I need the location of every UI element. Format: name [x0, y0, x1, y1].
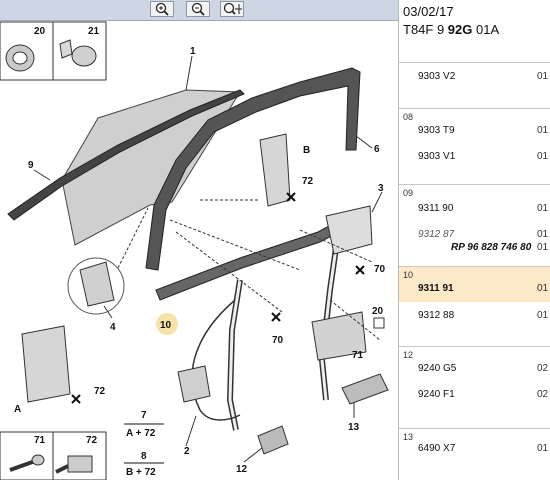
replacement-reference[interactable]: RP 96 828 746 80 [451, 242, 532, 253]
label-72-left[interactable]: 72 [94, 386, 106, 397]
part-qty: 01 [537, 203, 549, 214]
label-71[interactable]: 71 [352, 350, 364, 361]
part-code[interactable]: 9303 T9 [418, 125, 455, 136]
part-code[interactable]: 9240 G5 [418, 363, 457, 374]
bolt-part[interactable] [55, 455, 93, 474]
front-window-regulator[interactable] [177, 279, 243, 431]
part-qty: 02 [537, 389, 549, 400]
group-number: 09 [403, 188, 414, 198]
part-qty: 01 [537, 310, 549, 321]
zoom-out-icon [191, 2, 205, 16]
label-20[interactable]: 20 [372, 306, 384, 317]
winder-handle[interactable] [257, 425, 289, 455]
label-12[interactable]: 12 [236, 464, 248, 475]
label-2[interactable]: 2 [184, 446, 190, 457]
group-8[interactable]: 08 9303 T9 01 9303 V1 01 [399, 108, 550, 184]
label-70-center[interactable]: 70 [272, 335, 284, 346]
zoom-move-icon [223, 2, 242, 15]
bracket-b[interactable] [259, 133, 291, 207]
group-number: 13 [403, 432, 414, 442]
label-a-72[interactable]: A + 72 [126, 428, 156, 439]
door-frame-seal[interactable] [145, 67, 361, 271]
part-code[interactable]: 9303 V2 [418, 71, 456, 82]
zoom-in-button[interactable] [150, 1, 174, 17]
clip-part[interactable] [59, 39, 97, 67]
label-8[interactable]: 8 [141, 451, 147, 462]
label-72-top[interactable]: 72 [302, 176, 314, 187]
rear-window-regulator[interactable] [311, 205, 373, 401]
bracket-a[interactable] [21, 325, 71, 403]
glass-clip[interactable] [79, 261, 115, 307]
group-7[interactable]: 9303 V2 01 [399, 62, 550, 108]
inset-label-20: 20 [34, 26, 46, 37]
label-1[interactable]: 1 [190, 46, 196, 57]
part-qty: 01 [537, 283, 549, 294]
group-number: 10 [403, 270, 414, 280]
label-a[interactable]: A [14, 404, 21, 415]
label-70-right[interactable]: 70 [374, 264, 386, 275]
inset-label-21: 21 [88, 26, 100, 37]
label-9[interactable]: 9 [28, 160, 34, 171]
parts-diagram[interactable]: 1 6 9 B 72 3 70 4 10 70 20 71 A 72 7 A +… [0, 0, 398, 481]
inner-window-seal[interactable] [155, 217, 351, 301]
label-6[interactable]: 6 [374, 144, 380, 155]
screw-part[interactable] [9, 454, 45, 472]
part-qty: 01 [537, 125, 549, 136]
label-4[interactable]: 4 [110, 322, 116, 333]
part-code[interactable]: 9312 88 [418, 310, 455, 321]
part-qty: 01 [537, 229, 549, 240]
part-qty: 02 [537, 363, 549, 374]
part-qty: 01 [537, 443, 549, 454]
part-qty: 01 [537, 71, 549, 82]
label-7[interactable]: 7 [141, 410, 147, 421]
zoom-toolbar [0, 0, 398, 21]
part-qty: 01 [537, 151, 549, 162]
label-10[interactable]: 10 [160, 320, 172, 331]
label-b-72[interactable]: B + 72 [126, 467, 156, 478]
part-code[interactable]: 9311 90 [418, 203, 454, 214]
zoom-out-button[interactable] [186, 1, 210, 17]
group-number: 08 [403, 112, 414, 122]
parts-list-panel[interactable]: 03/02/17 T84F 9 92G 01A 9303 V2 01 08 93… [398, 0, 550, 480]
part-code[interactable]: 6490 X7 [418, 443, 456, 454]
grommet-part[interactable] [5, 44, 35, 72]
group-10-selected[interactable]: 10 9311 91 01 [399, 266, 550, 302]
callout-highlight [156, 313, 178, 335]
inset-label-72: 72 [86, 435, 98, 446]
label-3[interactable]: 3 [378, 183, 384, 194]
part-code[interactable]: 9311 91 [418, 283, 454, 294]
group-13[interactable]: 13 6490 X7 01 [399, 428, 550, 480]
window-switch[interactable] [341, 373, 389, 405]
part-qty: 01 [537, 242, 549, 253]
zoom-in-icon [155, 2, 169, 16]
exploded-view: 1 6 9 B 72 3 70 4 10 70 20 71 A 72 7 A +… [0, 21, 389, 481]
inset-label-71: 71 [34, 435, 46, 446]
part-code[interactable]: 9240 F1 [418, 389, 455, 400]
date-label: 03/02/17 [403, 4, 454, 19]
group-number: 12 [403, 350, 414, 360]
group-10-continued[interactable]: 9312 88 01 [399, 302, 550, 346]
label-b[interactable]: B [303, 145, 310, 156]
switch-clip[interactable] [373, 317, 385, 329]
part-code-superseded[interactable]: 9312 87 [418, 229, 455, 240]
label-13[interactable]: 13 [348, 422, 360, 433]
part-code[interactable]: 9303 V1 [418, 151, 456, 162]
zoom-move-button[interactable] [220, 1, 244, 17]
group-12[interactable]: 12 9240 G5 02 9240 F1 02 [399, 346, 550, 428]
group-9[interactable]: 09 9311 90 01 9312 87 01 RP 96 828 746 8… [399, 184, 550, 266]
reference-label: T84F 9 92G 01A [403, 22, 500, 37]
outer-weatherstrip[interactable] [7, 89, 245, 221]
